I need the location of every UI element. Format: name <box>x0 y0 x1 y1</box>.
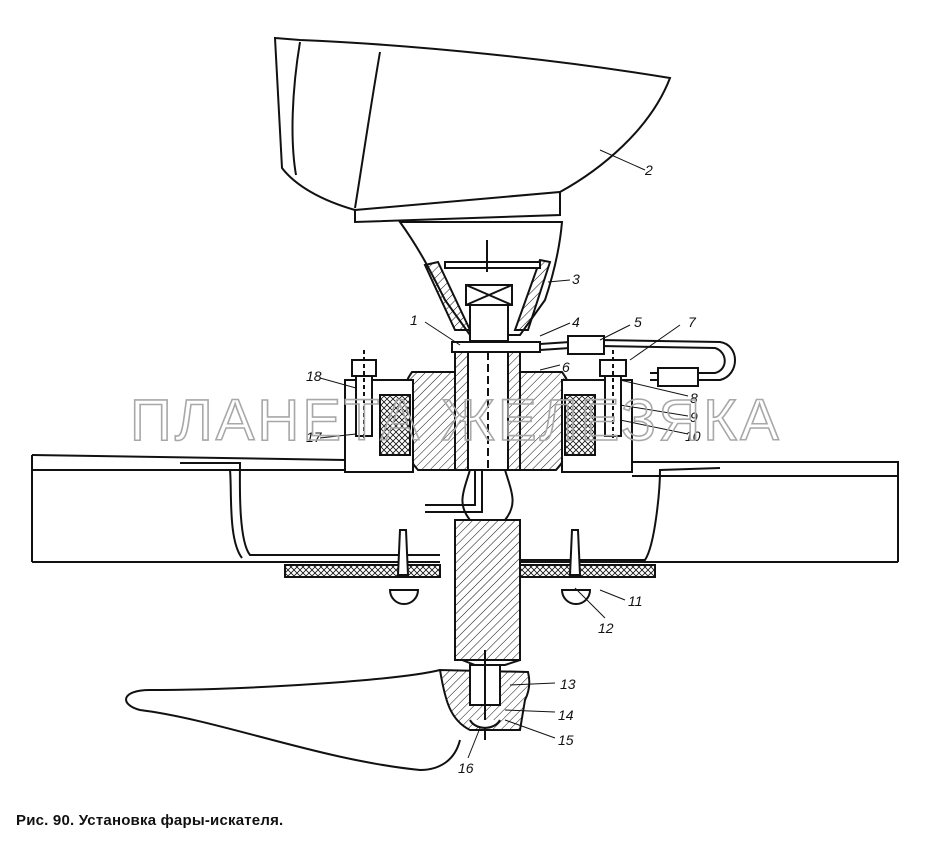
headlight-housing <box>273 36 672 224</box>
callout-15: 15 <box>558 732 574 748</box>
callout-8: 8 <box>690 390 698 406</box>
side-block-left <box>344 350 414 473</box>
callout-6: 6 <box>562 359 570 375</box>
handle-lever <box>125 650 531 772</box>
watermark-text: ПЛАНЕТА ЖЕЛЕЗЯКА <box>130 388 782 453</box>
callout-3: 3 <box>572 271 580 287</box>
top-nut <box>465 284 513 342</box>
side-block-right <box>561 350 633 473</box>
callout-18: 18 <box>306 368 322 384</box>
callout-13: 13 <box>560 676 576 692</box>
callout-14: 14 <box>558 707 574 723</box>
mount-bracket <box>398 221 564 336</box>
callout-16: 16 <box>458 760 474 776</box>
callout-2: 2 <box>644 162 653 178</box>
figure-caption: Рис. 90. Установка фары-искателя. <box>16 812 284 829</box>
callout-4: 4 <box>572 314 580 330</box>
callout-17: 17 <box>306 429 323 445</box>
callout-11: 11 <box>628 593 643 609</box>
handle-shaft <box>425 469 521 666</box>
callout-labels: 2 3 1 4 5 6 7 8 9 10 11 12 13 14 15 16 1… <box>306 162 701 776</box>
callout-7: 7 <box>688 314 697 330</box>
callout-9: 9 <box>690 409 698 425</box>
callout-1: 1 <box>410 312 418 328</box>
leader-lines <box>319 149 689 759</box>
fastening-pins <box>388 529 592 605</box>
callout-12: 12 <box>598 620 614 636</box>
headlight-assembly-drawing: 2 3 1 4 5 6 7 8 9 10 11 12 13 14 15 16 1… <box>31 36 899 776</box>
callout-10: 10 <box>685 428 701 444</box>
callout-5: 5 <box>634 314 642 330</box>
